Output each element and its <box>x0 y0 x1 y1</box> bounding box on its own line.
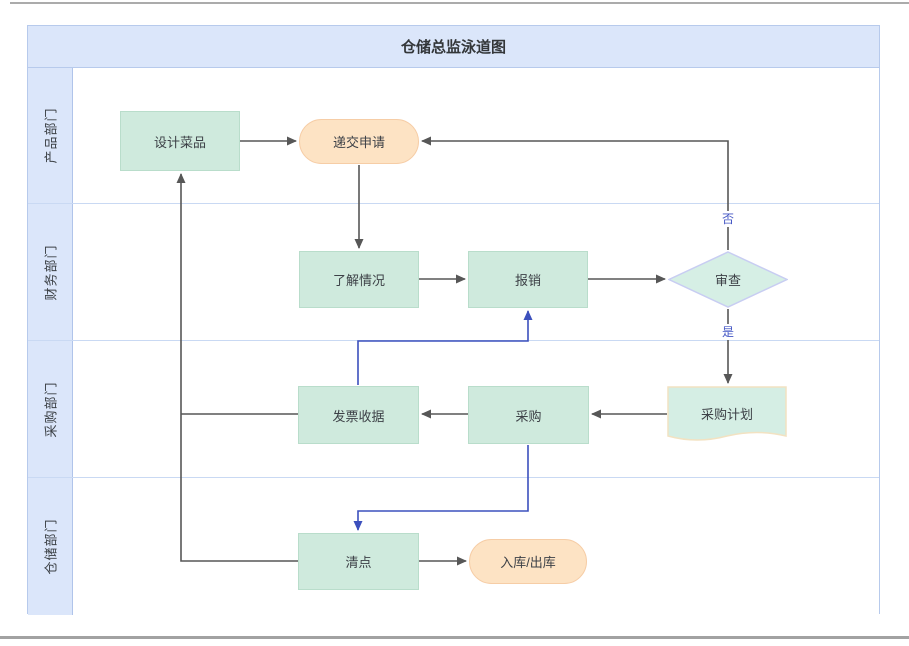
node-label: 发票收据 <box>332 408 385 424</box>
lane-label-finance[interactable]: 财务部门 <box>28 204 73 340</box>
node-design-dishes[interactable]: 设计菜品 <box>120 111 240 171</box>
edge-label-yes: 是 <box>717 324 739 340</box>
node-label: 审查 <box>714 273 741 288</box>
lane-label-product[interactable]: 产品部门 <box>28 68 73 203</box>
page-top-edge <box>10 2 909 4</box>
lane-label-procurement[interactable]: 采购部门 <box>28 341 73 477</box>
node-invoice-receipt[interactable]: 发票收据 <box>298 386 419 444</box>
node-review-decision[interactable]: 审查 <box>668 251 788 308</box>
document-shape <box>667 386 787 441</box>
swimlane-pool: 仓储总监泳道图 产品部门 财务部门 采购部门 <box>27 25 881 615</box>
node-count[interactable]: 清点 <box>298 533 419 590</box>
pool-title[interactable]: 仓储总监泳道图 <box>28 26 879 68</box>
node-label: 设计菜品 <box>153 134 206 150</box>
node-submit-application[interactable]: 递交申请 <box>299 119 419 164</box>
node-label: 了解情况 <box>332 273 385 288</box>
page-bottom-edge <box>0 636 909 639</box>
node-label: 报销 <box>514 273 541 288</box>
node-label: 递交申请 <box>332 135 385 150</box>
node-purchase-plan[interactable]: 采购计划 <box>667 386 787 448</box>
node-label: 采购计划 <box>700 406 753 422</box>
edge-label-no: 否 <box>717 211 739 227</box>
node-label: 采购 <box>515 408 542 424</box>
node-understand-situation[interactable]: 了解情况 <box>299 251 419 308</box>
lane-label-warehouse[interactable]: 仓储部门 <box>28 478 73 615</box>
node-purchase[interactable]: 采购 <box>468 386 589 444</box>
diagram-overlay: 设计菜品 递交申请 了解情况 报销 审查 发票收据 采购 <box>28 26 881 615</box>
diamond-shape <box>668 251 788 308</box>
node-label: 入库/出库 <box>500 555 556 570</box>
node-label: 清点 <box>345 555 372 570</box>
node-inbound-outbound[interactable]: 入库/出库 <box>469 539 587 584</box>
node-reimbursement[interactable]: 报销 <box>468 251 588 308</box>
